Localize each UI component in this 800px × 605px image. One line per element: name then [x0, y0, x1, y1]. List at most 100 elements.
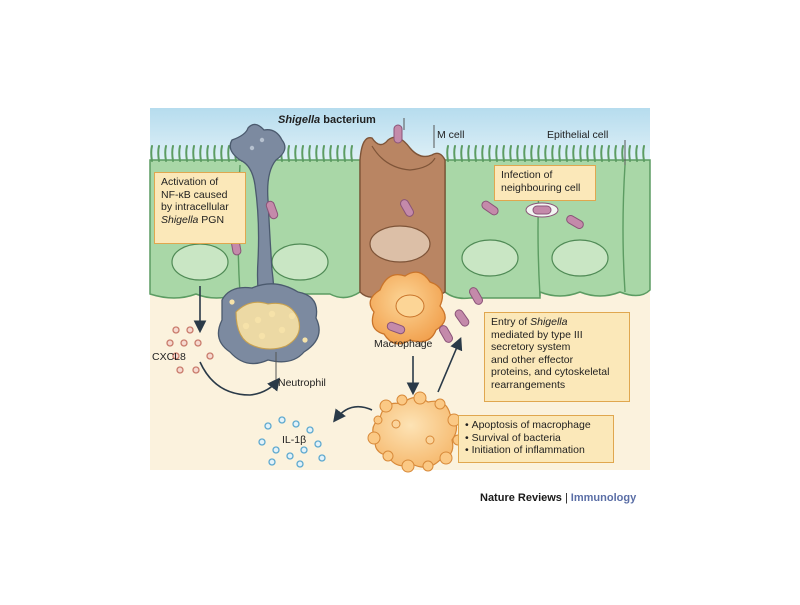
- entry-line-2: mediated by type III: [491, 328, 583, 341]
- cxcl8-molecule: [172, 352, 180, 360]
- il1b-label: IL-1β: [282, 434, 307, 446]
- credit-separator: |: [564, 492, 568, 504]
- nfkb-line-4-species: Shigella: [161, 213, 199, 226]
- microvillus: [642, 145, 645, 162]
- microvillus: [481, 145, 484, 162]
- microvillus: [308, 145, 311, 162]
- microvillus: [220, 145, 223, 162]
- microvillus: [150, 145, 153, 162]
- microvillus: [474, 145, 477, 162]
- microvillus: [579, 145, 582, 162]
- journal-name: Nature Reviews: [480, 492, 562, 504]
- microvillus: [523, 145, 526, 162]
- shigella-rod: [566, 215, 584, 229]
- microvillus: [171, 145, 174, 162]
- microvillus: [350, 145, 353, 162]
- shigella-rod: [532, 205, 552, 215]
- nfkb-line-4-rest: PGN: [198, 213, 225, 226]
- il1b-molecule: [278, 416, 286, 424]
- microvillus: [537, 145, 540, 162]
- neutrophil-label: Neutrophil: [278, 377, 326, 389]
- microvillus: [164, 145, 167, 162]
- microvillus: [544, 145, 547, 162]
- microvillus: [600, 145, 603, 162]
- shigella-bacteria: [230, 124, 584, 343]
- il1b-molecule: [300, 446, 308, 454]
- microvillus: [322, 145, 325, 162]
- microvillus: [329, 145, 332, 162]
- apoptotic-macrophage: [367, 391, 464, 473]
- il1b-molecule: [258, 438, 266, 446]
- microvillus: [460, 145, 463, 162]
- shigella-rod: [386, 321, 406, 335]
- nfkb-activation-box: Activation of NF-κB caused by intracellu…: [154, 172, 246, 244]
- shigella-rod: [481, 200, 499, 216]
- entry-line-6: rearrangements: [491, 378, 566, 391]
- shigella-rod: [469, 287, 483, 305]
- microvillus: [509, 145, 512, 162]
- entry-line-3: secretory system: [491, 341, 571, 353]
- il1b-molecule: [268, 458, 276, 466]
- shigella-rod: [393, 124, 403, 144]
- nfkb-line-1: Activation of: [161, 176, 219, 188]
- shigella-rod: [454, 309, 470, 327]
- outcome-item: Initiation of inflammation: [465, 444, 607, 457]
- il1b-molecule: [296, 460, 304, 468]
- il1b-molecules: [258, 416, 326, 468]
- outcome-item: Survival of bacteria: [465, 432, 607, 445]
- il1b-molecule: [286, 452, 294, 460]
- microvillus: [558, 145, 561, 162]
- microvillus: [551, 145, 554, 162]
- entry-line-4: and other effector: [491, 353, 574, 366]
- microvillus: [206, 145, 209, 162]
- il1b-molecule: [318, 454, 326, 462]
- il1b-molecule: [264, 422, 272, 430]
- cxcl8-molecule: [186, 326, 194, 334]
- journal-section: Immunology: [570, 492, 637, 504]
- microvillus: [565, 145, 568, 162]
- microvillus: [301, 145, 304, 162]
- il1b-molecule: [272, 446, 280, 454]
- microvillus: [628, 145, 631, 162]
- il1b-molecule: [292, 420, 300, 428]
- cxcl8-label: CXCL8: [152, 351, 186, 363]
- nfkb-line-2: NF-κB caused: [161, 188, 228, 201]
- microvillus: [336, 145, 339, 162]
- microvillus: [635, 145, 638, 162]
- shigella-rod: [265, 200, 279, 220]
- microvillus: [593, 145, 596, 162]
- cxcl8-molecules: [166, 326, 214, 374]
- microvillus: [287, 145, 290, 162]
- il1b-molecule: [314, 440, 322, 448]
- microvillus: [516, 145, 519, 162]
- microvillus: [586, 145, 589, 162]
- cxcl8-molecule: [172, 326, 180, 334]
- nfkb-line-3: by intracellular: [161, 201, 229, 213]
- microvillus: [467, 145, 470, 162]
- outcomes-list: Apoptosis of macrophage Survival of bact…: [465, 419, 607, 457]
- microvillus: [343, 145, 346, 162]
- shigella-bacterium-label: Shigella bacterium: [278, 114, 376, 127]
- entry-line-1-pre: Entry of: [491, 316, 531, 328]
- journal-credit: Nature Reviews|Immunology: [480, 492, 636, 504]
- microvillus: [572, 145, 575, 162]
- cxcl8-molecule: [192, 366, 200, 374]
- bacterium-word: bacterium: [323, 114, 376, 126]
- cxcl8-molecule: [176, 366, 184, 374]
- entry-line-5: proteins, and cytoskeletal: [491, 366, 610, 378]
- cxcl8-molecule: [206, 352, 214, 360]
- microvillus: [157, 145, 160, 162]
- microvillus: [621, 145, 624, 162]
- cxcl8-molecule: [180, 339, 188, 347]
- microvillus: [192, 145, 195, 162]
- entry-line-1: Entry of Shigella: [491, 316, 623, 329]
- microvillus: [213, 145, 216, 162]
- entry-line-1-species: Shigella: [530, 316, 568, 328]
- entry-box: Entry of Shigella mediated by type III s…: [484, 312, 630, 402]
- m-cell-nucleus: [369, 225, 431, 263]
- label-leader-lines: [275, 118, 626, 380]
- infection-box: Infection of neighbouring cell: [494, 165, 596, 201]
- microvillus: [227, 145, 230, 162]
- shigella-rod: [400, 199, 414, 217]
